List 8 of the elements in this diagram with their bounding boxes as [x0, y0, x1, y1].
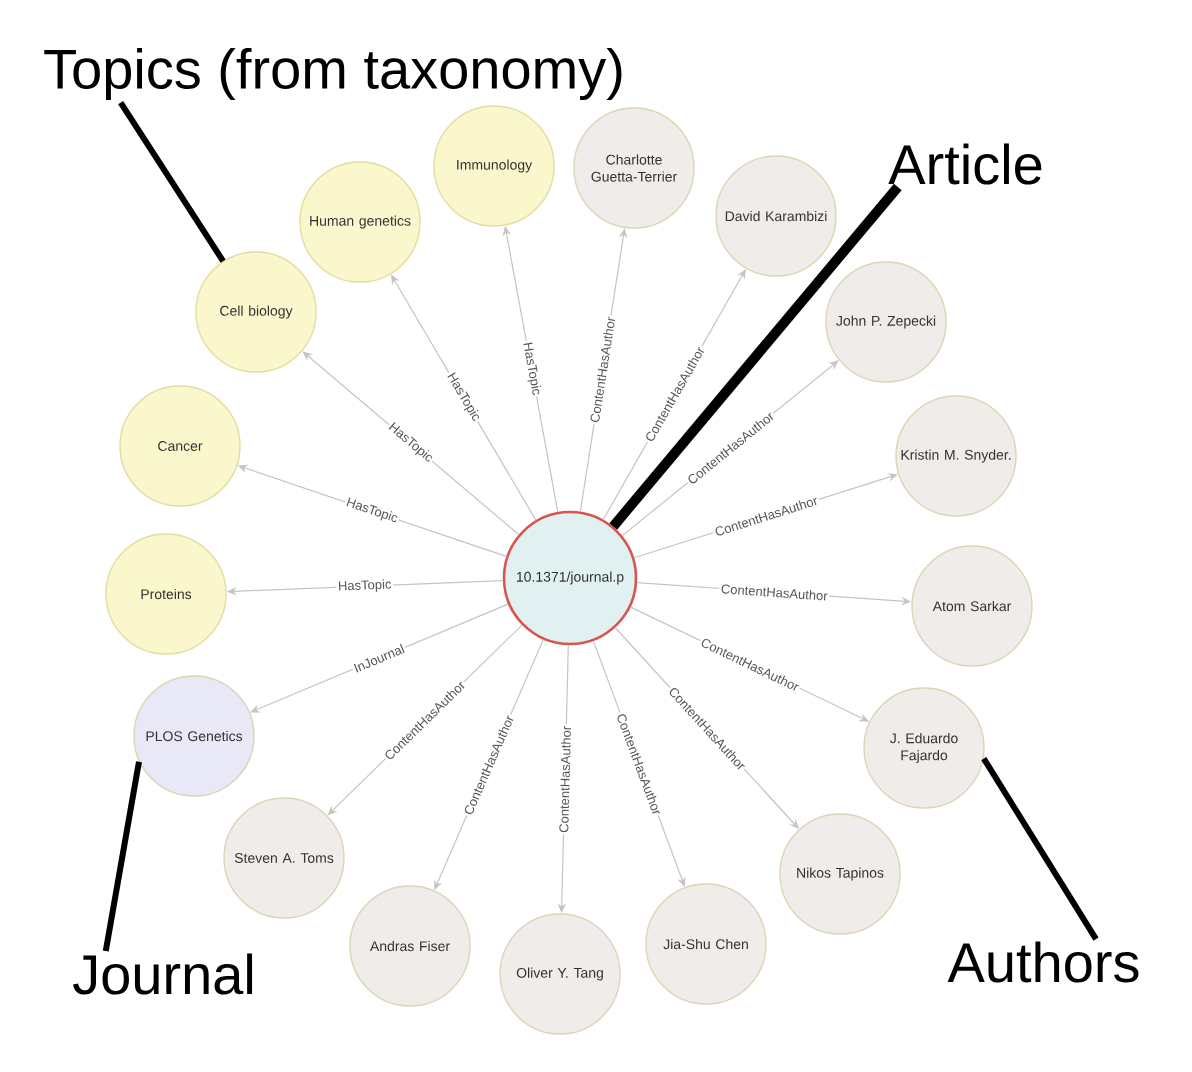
leader-line: [118, 100, 226, 263]
callout-label: Article: [888, 143, 1042, 185]
callout-label: Topics (from taxonomy): [44, 47, 622, 101]
callout-label: Authors: [947, 941, 1139, 983]
leader-line: [981, 756, 1099, 941]
callout-label: Journal: [73, 953, 253, 995]
leader-line: [102, 761, 142, 952]
leader-line: [609, 183, 902, 530]
